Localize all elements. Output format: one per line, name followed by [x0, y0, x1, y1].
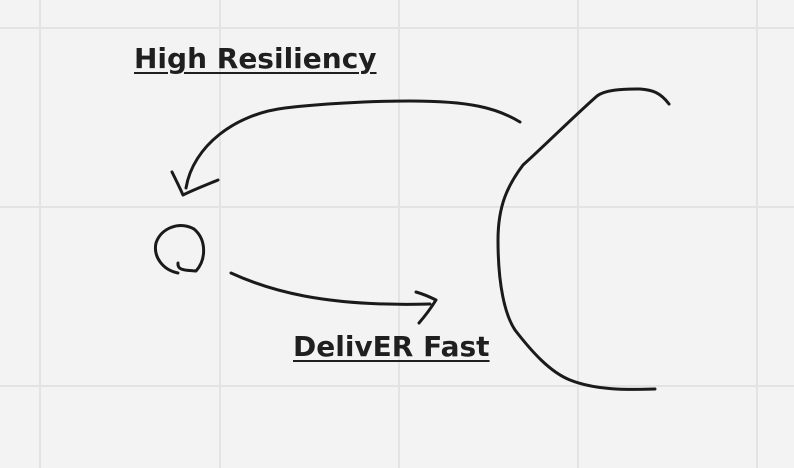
loop-circle[interactable]	[153, 224, 206, 275]
delivery-arrow-head[interactable]	[414, 290, 438, 325]
label-high-resiliency: High Resiliency	[134, 42, 377, 75]
label-deliver-fast: DelivER Fast	[293, 330, 490, 363]
customer-bracket[interactable]	[496, 87, 671, 391]
feedback-arrow-curve[interactable]	[184, 99, 522, 190]
delivery-arrow-curve[interactable]	[229, 271, 432, 306]
feedback-arrow-head[interactable]	[170, 170, 220, 197]
